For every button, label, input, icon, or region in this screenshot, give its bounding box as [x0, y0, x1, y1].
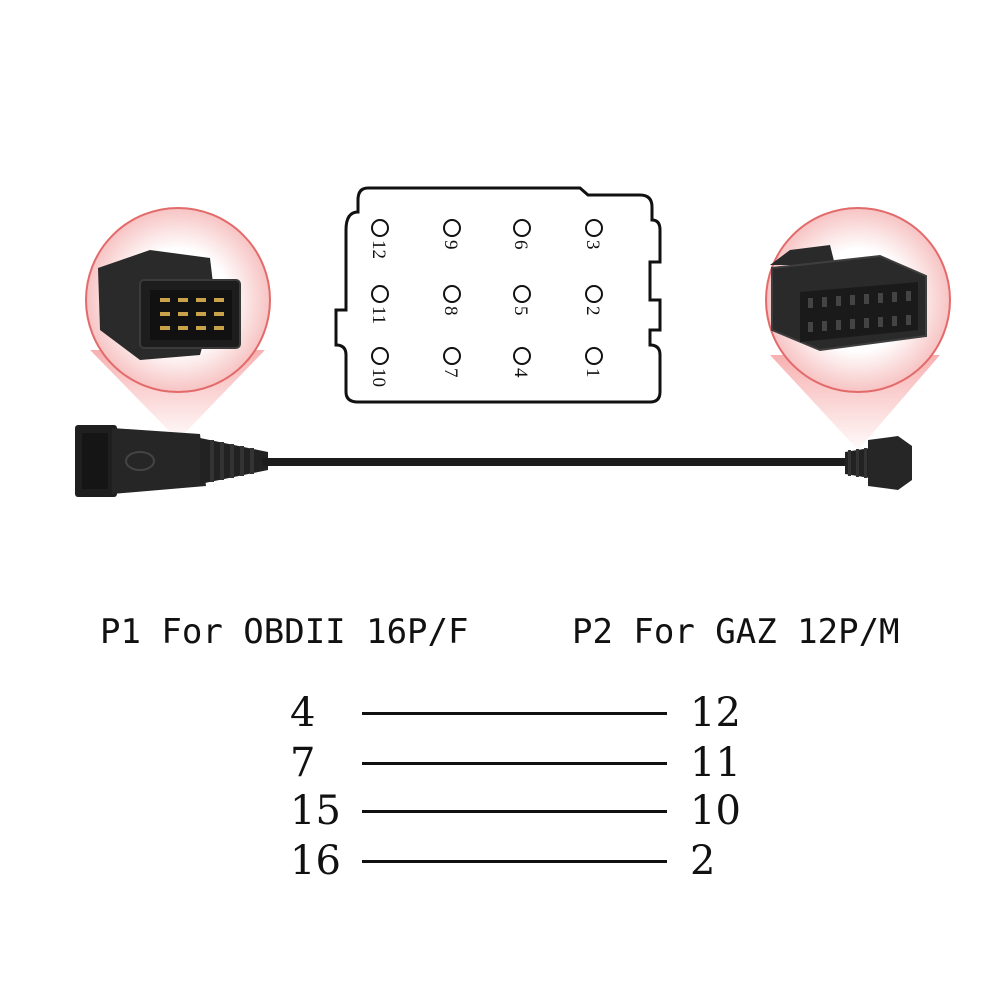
p1-title: P1 For OBDII 16P/F: [100, 612, 469, 652]
gaz-connector-face: 12 9 6 3 11 8 5 2 10 7 4 1: [334, 186, 662, 404]
cable: [262, 458, 847, 466]
gaz-plug: [75, 425, 268, 497]
pin-hole: [371, 347, 389, 365]
wire-line: [362, 762, 667, 765]
pin-label: 2: [582, 306, 603, 316]
male-plug-closeup: [98, 250, 241, 360]
pin-label: 8: [440, 306, 461, 316]
pin-hole: [513, 347, 531, 365]
pin-label: 11: [368, 306, 389, 324]
p1-pin: 4: [290, 690, 316, 736]
wire-line: [362, 860, 667, 863]
wire-line: [362, 712, 667, 715]
mapping-row: 15 10: [0, 786, 1000, 836]
obd-female-plug: [845, 436, 912, 490]
pin-label: 9: [440, 240, 461, 250]
pin-hole: [585, 219, 603, 237]
pin-hole: [585, 347, 603, 365]
left-zoom-callout: [85, 207, 271, 440]
mapping-row: 4 12: [0, 688, 1000, 738]
pin-label: 12: [368, 240, 389, 259]
pin-hole: [585, 285, 603, 303]
p2-pin: 2: [690, 838, 716, 884]
obd-female-closeup: [770, 245, 927, 352]
pin-label: 7: [440, 368, 461, 378]
p1-pin: 15: [290, 788, 341, 834]
pin-label: 3: [582, 240, 603, 250]
pin-label: 5: [510, 306, 531, 316]
p2-pin: 10: [690, 788, 741, 834]
mapping-row: 16 2: [0, 836, 1000, 886]
pin-hole: [513, 219, 531, 237]
p2-pin: 11: [690, 740, 741, 786]
pin-label: 4: [510, 368, 531, 378]
pin-hole: [371, 285, 389, 303]
wire-line: [362, 810, 667, 813]
pin-label: 10: [368, 368, 389, 387]
connector-outline: [334, 186, 662, 404]
pin-label: 1: [582, 368, 603, 378]
pin-hole: [513, 285, 531, 303]
p2-title: P2 For GAZ 12P/M: [572, 612, 900, 652]
pin-label: 6: [510, 240, 531, 250]
gaz-pin-group: 12 9 6 3 11 8 5 2 10 7 4 1: [368, 219, 603, 387]
pin-hole: [371, 219, 389, 237]
mapping-row: 7 11: [0, 738, 1000, 788]
right-zoom-callout: [765, 207, 951, 450]
pin-hole: [443, 347, 461, 365]
p1-pin: 16: [290, 838, 341, 884]
p1-pin: 7: [290, 740, 316, 786]
cable-diagram: 12 9 6 3 11 8 5 2 10 7 4 1: [75, 186, 951, 497]
pin-hole: [443, 285, 461, 303]
p2-pin: 12: [690, 690, 741, 736]
pin-hole: [443, 219, 461, 237]
